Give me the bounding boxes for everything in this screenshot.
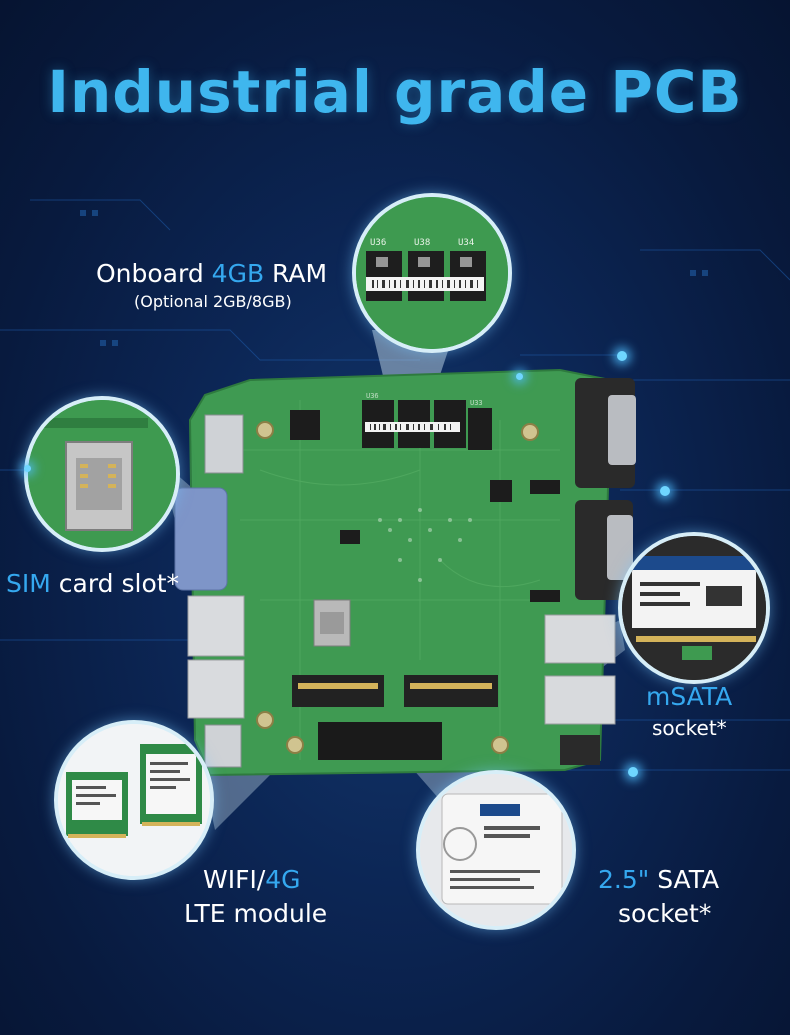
chip-label-u36: U36	[366, 392, 379, 400]
ram-sublabel: (Optional 2GB/8GB)	[134, 292, 292, 311]
ram-label-pre: Onboard	[96, 259, 212, 288]
page-title: Industrial grade PCB	[47, 58, 743, 126]
glow-dot	[660, 486, 670, 496]
msata-closeup-graphic	[622, 536, 766, 680]
sim-label: SIM card slot*	[6, 568, 179, 599]
wifi-label: WIFI/4G	[203, 864, 301, 895]
sim-label-highlight: SIM	[6, 569, 51, 598]
hdd-closeup-graphic	[420, 774, 572, 926]
glow-dot	[628, 767, 638, 777]
pcb-board: U36 U33	[174, 368, 636, 777]
glow-dot	[24, 465, 31, 472]
ram-label: Onboard 4GB RAM	[96, 258, 327, 289]
ram-closeup-graphic: U36 U38 U34	[356, 197, 508, 349]
wifi-label-line2: LTE module	[184, 899, 328, 928]
sata-label-highlight: 2.5"	[598, 865, 650, 894]
msata-sublabel: socket*	[652, 716, 727, 740]
wifi-closeup-bubble	[54, 720, 214, 880]
sata-label-post: SATA	[649, 865, 720, 894]
sata-label: 2.5" SATA	[598, 864, 719, 895]
wifi-label-highlight: 4G	[265, 865, 301, 894]
msata-label: mSATA	[646, 681, 732, 712]
glow-dot	[516, 373, 523, 380]
ram-bubble-chip-u34: U34	[458, 238, 474, 248]
wifi-closeup-graphic	[58, 724, 210, 876]
msata-label-highlight: mSATA	[646, 682, 733, 711]
ram-closeup-bubble: U36 U38 U34	[352, 193, 512, 353]
ram-label-post: RAM	[264, 259, 328, 288]
glow-dot	[617, 351, 627, 361]
ram-bubble-chip-u38: U38	[414, 238, 430, 248]
sim-label-post: card slot*	[50, 569, 180, 598]
chip-label-u33: U33	[470, 399, 483, 407]
sata-label-line2: socket*	[618, 899, 712, 928]
msata-closeup-bubble	[618, 532, 770, 684]
sim-closeup-graphic	[28, 400, 176, 548]
ram-label-highlight: 4GB	[211, 259, 265, 288]
hdd-closeup-bubble	[416, 770, 576, 930]
sim-closeup-bubble	[24, 396, 180, 552]
ram-bubble-chip-u36: U36	[370, 238, 386, 248]
wifi-label-pre: WIFI/	[203, 865, 266, 894]
chip-labels: U36 U33	[366, 392, 483, 407]
